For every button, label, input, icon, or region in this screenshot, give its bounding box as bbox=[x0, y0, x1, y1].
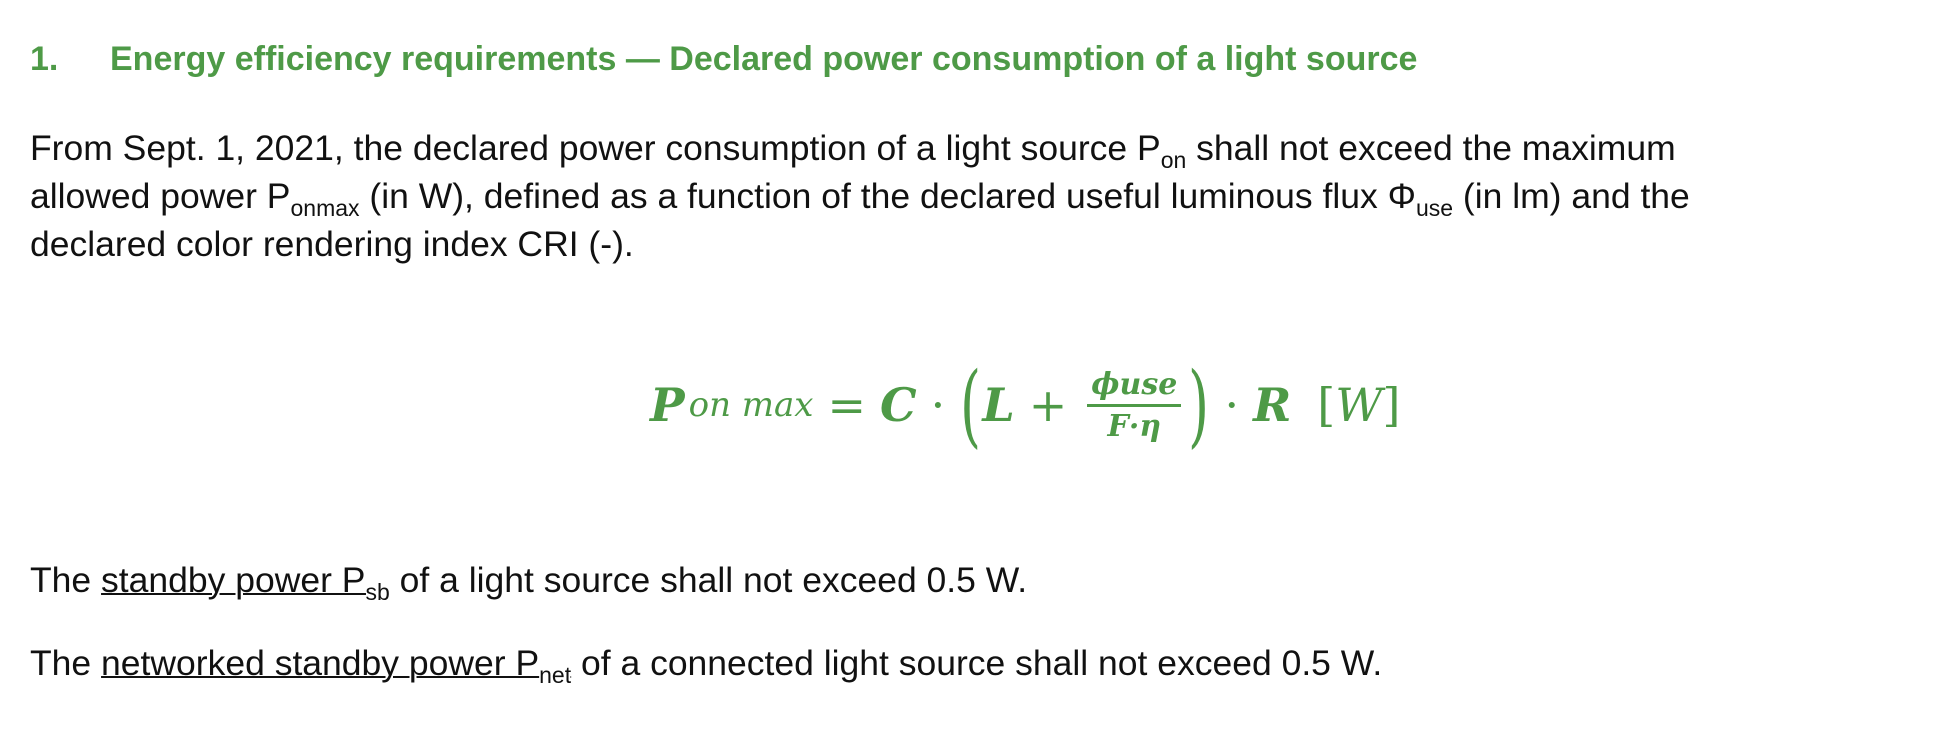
subscript: sb bbox=[365, 579, 390, 605]
subscript: net bbox=[539, 662, 572, 688]
networked-standby-term: networked standby power Pnet bbox=[101, 643, 571, 687]
section-heading: 1. Energy efficiency requirements — Decla… bbox=[30, 40, 1417, 79]
numerator: ϕuse bbox=[1087, 367, 1182, 407]
denominator: F·η bbox=[1107, 408, 1162, 444]
bracket: ] bbox=[1382, 378, 1401, 432]
section-title: Energy efficiency requirements — Declare… bbox=[110, 40, 1418, 78]
standby-statement: The standby power Psb of a light source … bbox=[30, 560, 1028, 604]
intro-line-3: declared color rendering index CRI (-). bbox=[30, 224, 634, 264]
intro-line-1: From Sept. 1, 2021, the declared power c… bbox=[30, 124, 1690, 172]
unit: [W] bbox=[1317, 378, 1400, 432]
text: The bbox=[30, 560, 102, 600]
dot: · bbox=[1224, 378, 1240, 432]
text: (in W), defined as a function of the dec… bbox=[359, 176, 1416, 216]
text: networked standby power P bbox=[101, 643, 540, 683]
dot: · bbox=[930, 378, 946, 432]
text: of a connected light source shall not ex… bbox=[571, 643, 1383, 683]
section-number: 1. bbox=[30, 40, 59, 78]
bracket: [ bbox=[1317, 378, 1336, 432]
intro-line-2: allowed power Ponmax (in W), defined as … bbox=[30, 172, 1690, 220]
plus: + bbox=[1028, 378, 1068, 432]
var-c: C bbox=[880, 378, 917, 432]
subscript: on bbox=[1160, 147, 1187, 173]
text: standby power P bbox=[101, 560, 366, 600]
formula-lhs: P bbox=[650, 378, 685, 432]
right-paren: ) bbox=[1188, 352, 1210, 458]
intro-paragraph: From Sept. 1, 2021, the declared power c… bbox=[30, 124, 1690, 268]
subscript: onmax bbox=[290, 195, 360, 221]
text: From Sept. 1, 2021, the declared power c… bbox=[30, 128, 1161, 168]
text: of a light source shall not exceed 0.5 W… bbox=[389, 560, 1028, 600]
var-r: R bbox=[1253, 378, 1292, 432]
formula-lhs-sub: on max bbox=[688, 385, 814, 425]
subscript: use bbox=[1415, 195, 1454, 221]
standby-power-term: standby power Psb bbox=[101, 560, 390, 604]
equals: = bbox=[827, 378, 867, 432]
unit-w: W bbox=[1335, 378, 1383, 432]
left-paren: ( bbox=[960, 352, 982, 458]
text: shall not exceed the maximum bbox=[1186, 128, 1676, 168]
text: The bbox=[30, 643, 102, 683]
var-l: L bbox=[982, 378, 1015, 432]
networked-standby-statement: The networked standby power Pnet of a co… bbox=[30, 643, 1383, 687]
text: (in lm) and the bbox=[1453, 176, 1690, 216]
text: allowed power P bbox=[30, 176, 291, 216]
